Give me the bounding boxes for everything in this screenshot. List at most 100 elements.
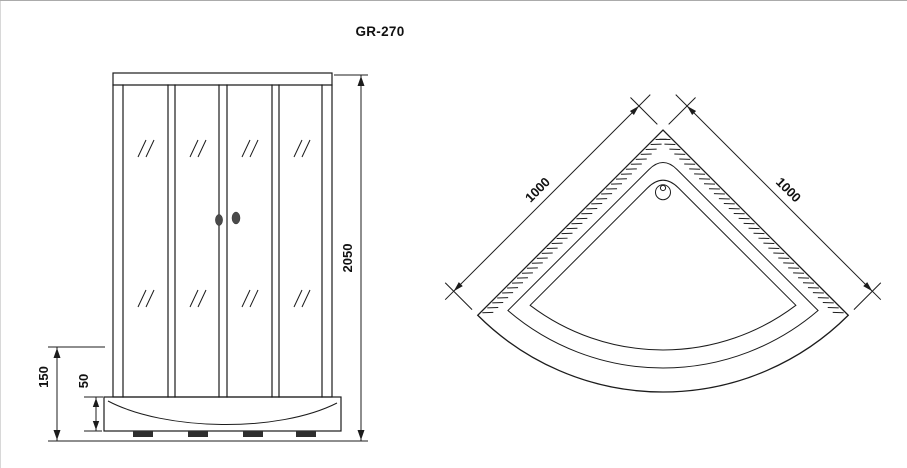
wall-hatch bbox=[512, 282, 524, 284]
dim-width-right-label: 1000 bbox=[773, 174, 804, 205]
wall-hatch bbox=[620, 173, 632, 175]
tray-front-curve bbox=[107, 400, 338, 425]
wall-hatch bbox=[684, 163, 696, 165]
front-view: 2050 150 50 bbox=[36, 72, 368, 442]
wall-hatch bbox=[561, 232, 573, 235]
tray-rim-inner bbox=[529, 179, 797, 351]
dimension-arrow bbox=[53, 430, 61, 440]
dimension-line bbox=[675, 94, 882, 301]
tray-foot bbox=[188, 431, 208, 437]
glass-shine-mark bbox=[249, 289, 259, 308]
wall-hatch bbox=[743, 222, 755, 225]
wall-hatch bbox=[798, 277, 810, 279]
dimension-arrow bbox=[92, 398, 100, 407]
wall-hatch bbox=[521, 272, 533, 274]
dimension-tray-height: 50 bbox=[76, 374, 103, 432]
shower-tray bbox=[103, 396, 342, 437]
wall-hatch bbox=[822, 302, 834, 304]
wall-hatch bbox=[793, 272, 805, 274]
dim-base-label: 150 bbox=[36, 366, 51, 388]
dim-tray-label: 50 bbox=[76, 374, 91, 388]
left-door-handle bbox=[215, 214, 223, 226]
tray-rim-outer bbox=[507, 162, 819, 369]
wall-hatch bbox=[492, 302, 504, 304]
wall-hatching bbox=[482, 138, 844, 314]
drain-outer bbox=[655, 184, 671, 201]
drain bbox=[655, 184, 671, 201]
wall-hatch bbox=[556, 237, 568, 240]
cabin-frame bbox=[112, 72, 333, 398]
wall-hatch bbox=[596, 198, 608, 200]
wall-hatch bbox=[566, 227, 578, 230]
wall-hatch bbox=[758, 237, 770, 240]
wall-hatch bbox=[611, 183, 623, 185]
wall-hatch bbox=[679, 158, 691, 160]
wall-hatch bbox=[718, 198, 730, 200]
dim-width-left-label: 1000 bbox=[522, 174, 553, 205]
dimension-arrow bbox=[92, 421, 100, 430]
glass-shine-mark bbox=[197, 139, 207, 158]
dimension-height: 2050 bbox=[334, 74, 368, 441]
cabin-outer-frame bbox=[112, 72, 333, 398]
glass-shine-mark bbox=[189, 289, 199, 308]
glass-shine-mark bbox=[249, 139, 259, 158]
tray-foot bbox=[243, 431, 263, 437]
tray-body bbox=[103, 396, 342, 432]
glass-shine-mark bbox=[137, 289, 147, 308]
tray-foot bbox=[296, 431, 316, 437]
wall-hatch bbox=[650, 143, 662, 145]
dimension-arrow bbox=[629, 105, 639, 116]
glass-shine-mark bbox=[301, 289, 311, 308]
wall-hatch bbox=[586, 207, 598, 210]
wall-hatch bbox=[581, 212, 593, 215]
wall-hatch bbox=[571, 222, 583, 225]
wall-hatch bbox=[546, 247, 558, 249]
extension-line bbox=[444, 282, 473, 310]
wall-hatch bbox=[748, 227, 760, 230]
glass-shine-mark bbox=[241, 289, 251, 308]
wall-hatch bbox=[738, 217, 750, 220]
wall-hatch bbox=[699, 178, 711, 180]
wall-hatch bbox=[482, 311, 494, 314]
dimension-line bbox=[444, 94, 651, 301]
wall-hatch bbox=[807, 287, 819, 289]
wall-hatch bbox=[516, 277, 528, 279]
wall-hatch bbox=[713, 193, 725, 195]
wall-hatch bbox=[812, 292, 824, 294]
wall-hatch bbox=[507, 287, 519, 289]
glass-shine-mark bbox=[293, 289, 303, 308]
tray-foot bbox=[133, 431, 153, 437]
wall-hatch bbox=[703, 183, 715, 185]
extension-line bbox=[630, 97, 658, 125]
wall-hatch bbox=[817, 297, 829, 299]
wall-hatch bbox=[601, 193, 613, 195]
tray-outline bbox=[476, 129, 850, 393]
wall-hatch bbox=[773, 252, 785, 254]
wall-hatch bbox=[551, 242, 563, 244]
right-door-handle bbox=[231, 211, 241, 225]
wall-hatch bbox=[768, 247, 780, 249]
wall-hatch bbox=[664, 143, 676, 145]
wall-hatch bbox=[640, 153, 652, 155]
wall-hatch bbox=[487, 306, 499, 309]
wall-hatch bbox=[778, 257, 790, 259]
glass-shine-mark bbox=[189, 139, 199, 158]
wall-hatch bbox=[723, 203, 735, 205]
wall-hatch bbox=[763, 242, 775, 244]
door-handles bbox=[215, 211, 241, 226]
extension-line bbox=[668, 97, 696, 125]
wall-hatch bbox=[689, 168, 701, 170]
wall-hatch bbox=[625, 168, 637, 170]
glass-shine-mark bbox=[145, 139, 155, 158]
top-view: 1000 1000 bbox=[444, 94, 882, 393]
wall-hatch bbox=[576, 217, 588, 220]
glass-shine-mark bbox=[145, 289, 155, 308]
wall-hatch bbox=[645, 148, 657, 150]
glass-shine-mark bbox=[197, 289, 207, 308]
wall-hatch bbox=[783, 262, 795, 264]
glass-shine-mark bbox=[241, 139, 251, 158]
dimension-arrow bbox=[687, 105, 697, 116]
wall-hatch bbox=[497, 297, 509, 299]
